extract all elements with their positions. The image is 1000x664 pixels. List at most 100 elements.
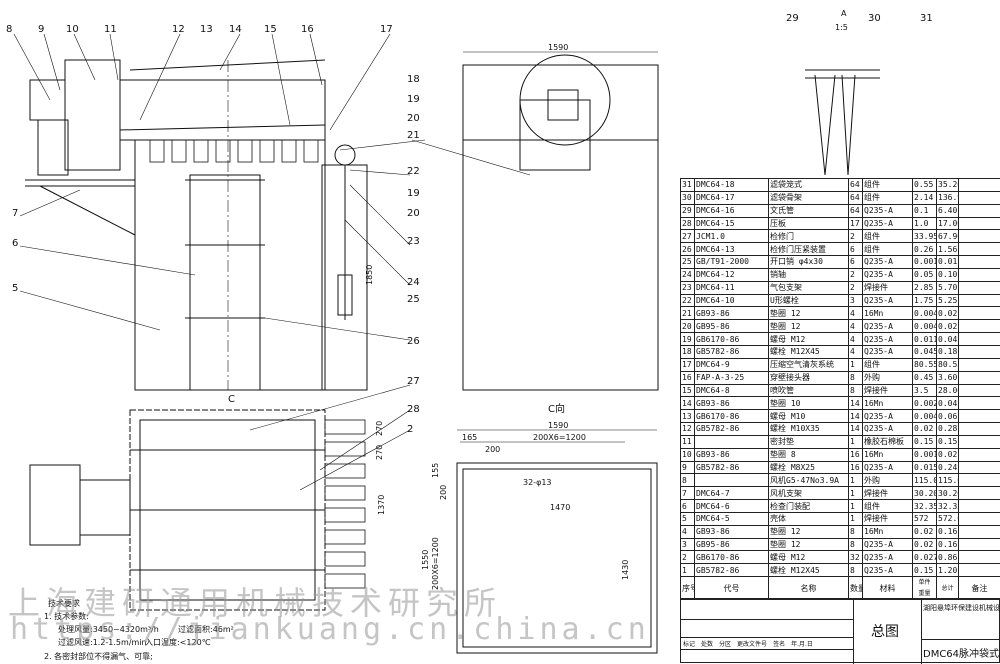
part-material: 组件 [863,500,913,513]
part-material: Q235-A [863,564,913,577]
part-remarks [959,474,1000,487]
part-unit-weight: 115.0 [913,474,937,487]
part-name: 垫圈 12 [769,320,849,333]
part-unit-weight: 2.85 [913,281,937,294]
part-qty: 8 [849,525,863,538]
part-code: DMC64-10 [695,294,769,307]
parts-header-cell: 代号 [695,577,769,600]
part-no: 25 [681,256,695,269]
part-code: DMC64-6 [695,500,769,513]
part-name: 风机G5-47No3.9A [769,474,849,487]
part-total-weight: 28.00 [937,384,959,397]
callout-5: 5 [12,283,18,294]
plan-view [30,410,365,610]
part-unit-weight: 0.011 [913,333,937,346]
callout-7: 7 [12,208,18,219]
callout-27: 27 [407,376,420,387]
part-code: DMC64-12 [695,268,769,281]
part-remarks [959,525,1000,538]
part-unit-weight: 0.1 [913,204,937,217]
part-unit-weight: 32.35 [913,500,937,513]
part-no: 20 [681,320,695,333]
part-material: Q235-A [863,410,913,423]
part-name: 密封垫 [769,435,849,448]
part-code [695,435,769,448]
part-remarks [959,358,1000,371]
part-name: 滤袋骨架 [769,191,849,204]
part-total-weight: 0.86 [937,551,959,564]
part-qty: 16 [849,461,863,474]
part-unit-weight: 3.5 [913,384,937,397]
part-qty: 2 [849,281,863,294]
part-no: 7 [681,487,695,500]
part-unit-weight: 30.20 [913,487,937,500]
part-material: Q235-A [863,268,913,281]
part-qty: 3 [849,294,863,307]
part-name: 螺母 M12 [769,333,849,346]
part-code: GB93-86 [695,397,769,410]
part-total-weight: 572.00 [937,512,959,525]
part-remarks [959,564,1000,577]
part-no: 27 [681,230,695,243]
part-remarks [959,191,1000,204]
part-unit-weight: 1.0 [913,217,937,230]
part-total-weight: 0.18 [937,345,959,358]
dim-c-155: 155 [431,463,440,478]
part-name: 压板 [769,217,849,230]
holes-label: 32-φ13 [523,478,552,487]
parts-header-cell: 数量 [849,577,863,600]
callout-19b: 19 [407,188,420,199]
part-name: 文氏管 [769,204,849,217]
part-name: U形螺栓 [769,294,849,307]
callout-8: 8 [6,24,12,35]
part-qty: 6 [849,243,863,256]
part-name: 垫圈 12 [769,307,849,320]
part-total-weight: 0.16 [937,538,959,551]
part-remarks [959,397,1000,410]
part-qty: 1 [849,487,863,500]
part-material: 16Mn [863,397,913,410]
part-unit-weight: 0.004 [913,320,937,333]
side-elevation [463,52,658,390]
part-no: 5 [681,512,695,525]
part-qty: 14 [849,410,863,423]
part-total-weight: 32.35 [937,500,959,513]
part-no: 9 [681,461,695,474]
part-code: GB6170-86 [695,333,769,346]
dim-plan-depth: 1370 [377,495,386,515]
part-qty: 2 [849,230,863,243]
dim-height: 1850 [365,265,374,285]
part-code: GB5782-86 [695,461,769,474]
part-material: 16Mn [863,525,913,538]
part-total-weight: 35.20 [937,179,959,192]
part-name: 检查门装配 [769,500,849,513]
dim-c-pitch: 200X6=1200 [533,433,586,442]
callout-9: 9 [38,24,44,35]
part-code: FAP-A-3-25 [695,371,769,384]
part-code: DMC64-8 [695,384,769,397]
part-unit-weight: 0.02 [913,423,937,436]
detail-a [805,70,880,175]
callout-13: 13 [200,24,213,35]
part-no: 1 [681,564,695,577]
drawing-name: 总图 [871,621,899,641]
part-unit-weight: 0.05 [913,268,937,281]
part-material: 焊接件 [863,281,913,294]
part-no: 31 [681,179,695,192]
part-remarks [959,423,1000,436]
part-material: 焊接件 [863,512,913,525]
dim-c-200v: 200 [439,485,448,500]
callout-24: 24 [407,277,420,288]
part-code: GB95-86 [695,320,769,333]
part-no: 18 [681,345,695,358]
part-code: GB5782-86 [695,345,769,358]
callout-25: 25 [407,294,420,305]
part-material: 焊接件 [863,384,913,397]
